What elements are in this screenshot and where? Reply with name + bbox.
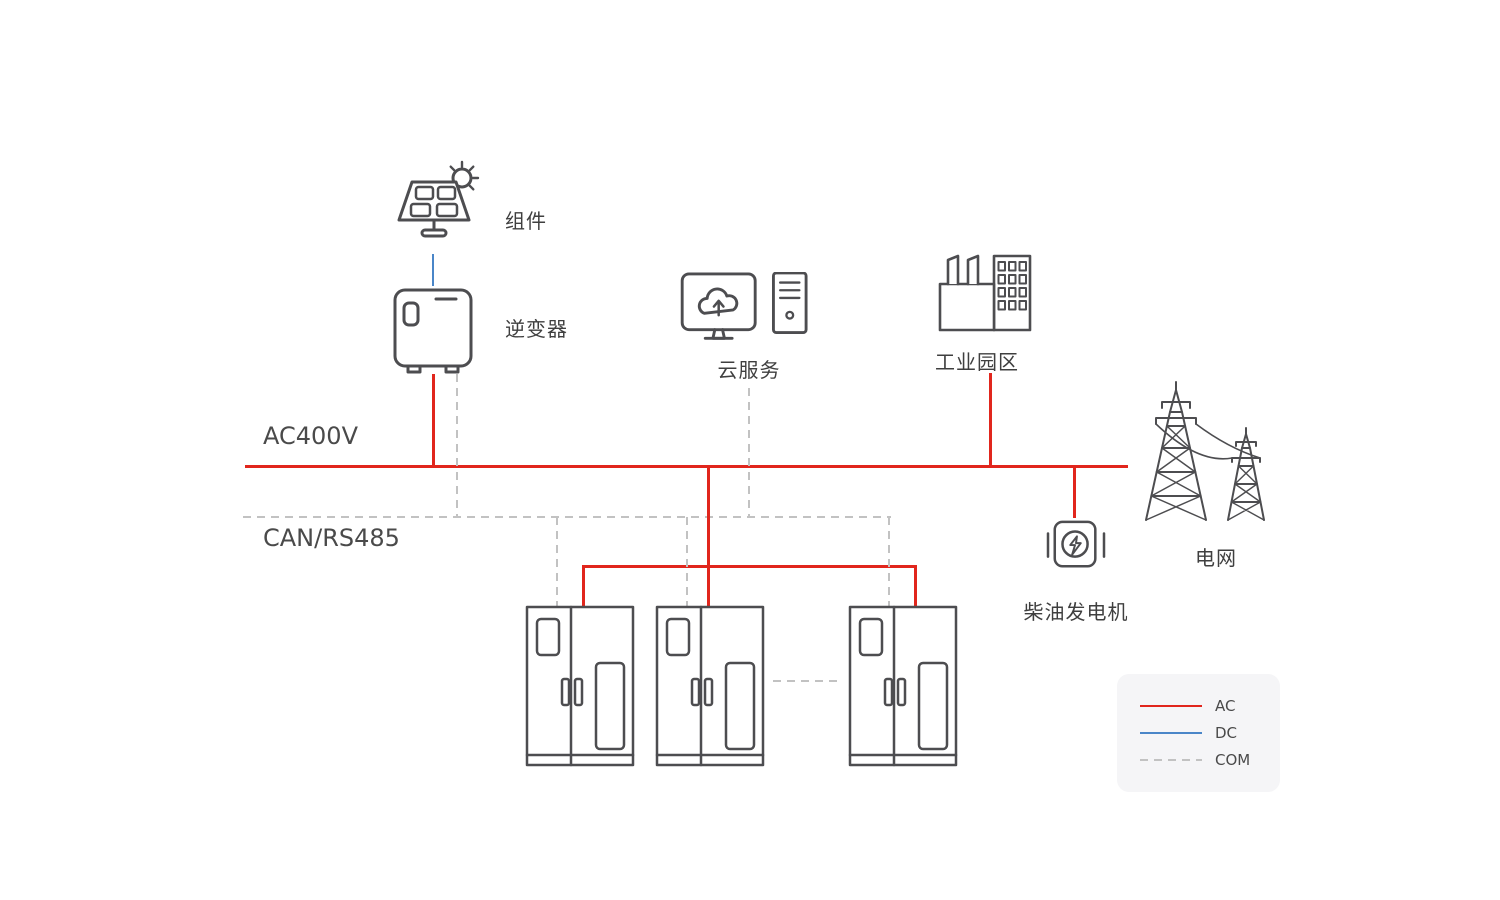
com-bus-label: CAN/RS485 [263, 524, 400, 552]
com-bus-line [243, 516, 891, 518]
ac-line-inverter-to-bus [432, 374, 435, 467]
ac-drop-cabinet-1 [582, 567, 585, 607]
ac-line-park-to-bus [989, 373, 992, 467]
com-line-inverter-to-bus [456, 374, 458, 517]
ac-drop-cabinet-2 [707, 567, 710, 607]
diesel-generator-icon [1045, 518, 1107, 578]
ac-line-generator-to-bus [1073, 468, 1076, 518]
ac-bus-line [245, 465, 1128, 468]
legend-label-com: COM [1215, 751, 1251, 769]
legend-item-dc: DC [1140, 724, 1280, 742]
cloud-service-label: 云服务 [717, 358, 781, 382]
inverter-label: 逆变器 [505, 317, 568, 341]
legend: AC DC COM [1117, 674, 1280, 792]
legend-item-ac: AC [1140, 697, 1280, 715]
industrial-park-label: 工业园区 [935, 350, 1019, 374]
dc-line-pv-to-inverter [432, 254, 434, 286]
battery-cabinet-3 [848, 605, 958, 775]
ac-battery-header-line [582, 565, 917, 568]
legend-item-com: COM [1140, 751, 1280, 769]
diesel-generator-label: 柴油发电机 [1023, 600, 1129, 624]
pv-module-icon [396, 160, 496, 256]
ac-line-sample [1140, 705, 1202, 707]
cabinet-ellipsis-line [773, 680, 841, 682]
battery-cabinet-2 [655, 605, 765, 775]
pv-module-label: 组件 [505, 209, 547, 233]
cloud-service-icon [680, 271, 815, 349]
ac-drop-cabinet-3 [914, 567, 917, 607]
inverter-icon [392, 287, 474, 379]
com-line-cloud-to-bus [748, 388, 750, 517]
com-drop-cabinet-1 [556, 517, 558, 607]
com-drop-cabinet-3 [888, 517, 890, 607]
industrial-park-icon [938, 248, 1034, 338]
battery-cabinet-1 [525, 605, 635, 775]
dc-line-sample [1140, 732, 1202, 734]
power-grid-icon [1128, 378, 1278, 530]
legend-label-dc: DC [1215, 724, 1238, 742]
ac-line-battery-feed [707, 468, 710, 567]
power-grid-label: 电网 [1195, 546, 1237, 570]
ac-bus-label: AC400V [263, 422, 358, 450]
legend-label-ac: AC [1215, 697, 1236, 715]
com-line-sample [1140, 759, 1202, 761]
com-drop-cabinet-2 [686, 517, 688, 607]
